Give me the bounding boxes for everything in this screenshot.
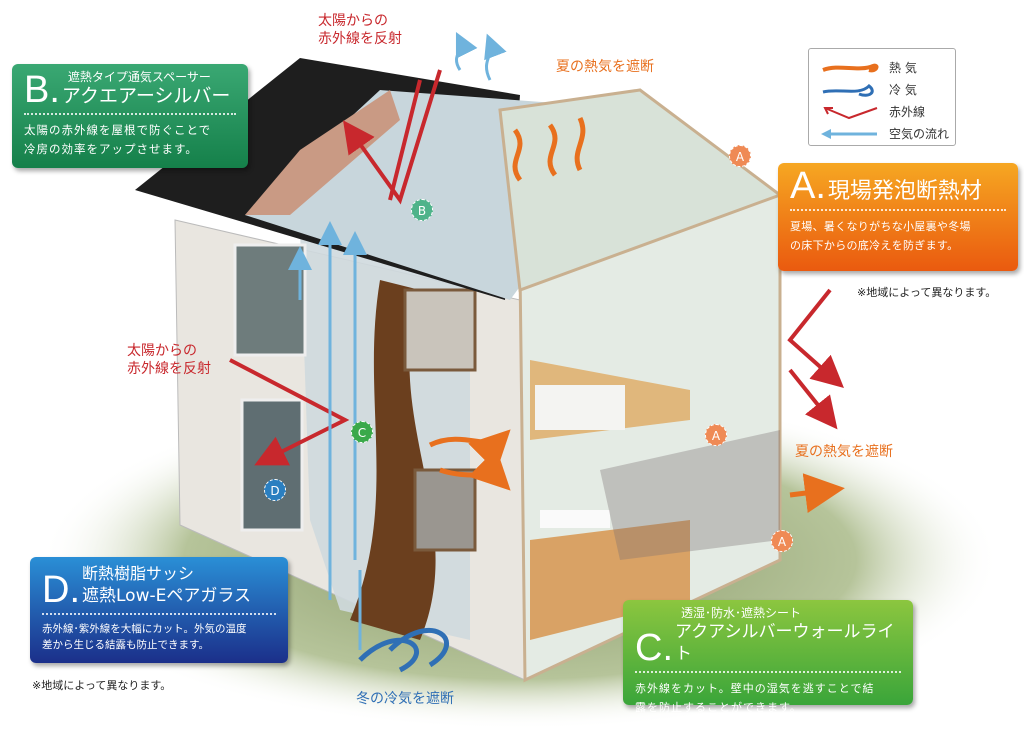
- legend-label: 空気の流れ: [889, 127, 950, 141]
- legend-label: 赤外線: [889, 105, 926, 119]
- legend-item-cold: 冷 気: [819, 81, 917, 98]
- box-subtitle: 遮熱タイプ通気スペーサー: [67, 70, 211, 84]
- region-note-right: ※地域によって異なります。: [857, 286, 997, 299]
- box-title: 現場発泡断熱材: [827, 179, 982, 204]
- marker-a-wall: A: [705, 424, 727, 446]
- dining-table: [540, 510, 610, 528]
- box-desc-line: の床下からの底冷えを防ぎます。: [790, 239, 959, 252]
- reflect-label-top: 太陽からの 赤外線を反射: [318, 12, 402, 48]
- box-title: アクアシルバーウォールライト: [675, 622, 895, 664]
- feature-box-c: C. 透湿･防水･遮熱シートアクアシルバーウォールライト 赤外線をカット。壁中の…: [623, 600, 913, 714]
- winter-label: 冬の冷気を遮断: [356, 691, 454, 707]
- legend-item-heat: 熱 気: [819, 59, 917, 76]
- airflow-arrow-icon: [821, 128, 877, 139]
- reflect-left-line1: 太陽からの: [127, 343, 197, 359]
- box-letter: D.: [42, 569, 80, 611]
- box-title: アクエアーシルバー: [61, 85, 231, 107]
- dotted-divider: [790, 209, 1006, 211]
- box-letter: B.: [24, 69, 60, 111]
- box-desc-line: 赤外線･紫外線を大幅にカット。外気の温度: [42, 623, 247, 635]
- legend-item-airflow: 空気の流れ: [819, 125, 949, 142]
- dotted-divider: [24, 113, 236, 115]
- cold-arrow-icon: [822, 83, 874, 97]
- heat-arrow-icon: [822, 63, 879, 72]
- reflect-left-line2: 赤外線を反射: [127, 361, 211, 377]
- box-desc-line: 冷房の効率をアップさせます。: [24, 142, 198, 156]
- box-letter: A.: [790, 165, 826, 207]
- cold-arrows: [358, 628, 450, 673]
- reflect-top-line2: 赤外線を反射: [318, 31, 402, 47]
- summer-label-top: 夏の熱気を遮断: [556, 59, 654, 75]
- heat-arrows: [428, 116, 845, 513]
- legend-item-infrared: 赤外線: [819, 103, 925, 120]
- marker-c: C: [351, 421, 373, 443]
- region-note-left: ※地域によって異なります。: [32, 679, 172, 692]
- box-subtitle: 断熱樹脂サッシ: [82, 564, 195, 583]
- summer-label-right: 夏の熱気を遮断: [795, 444, 893, 460]
- marker-d: D: [264, 479, 286, 501]
- legend-label: 熱 気: [889, 61, 917, 75]
- dotted-divider: [635, 671, 901, 673]
- window-cutaway-upper: [403, 288, 477, 372]
- feature-box-a: A. 現場発泡断熱材 夏場、暑くなりがちな小屋裏や冬場の床下からの底冷えを防ぎま…: [778, 163, 1018, 271]
- window-cutaway-lower: [413, 468, 477, 552]
- dotted-divider: [42, 613, 276, 615]
- feature-box-d: D. 断熱樹脂サッシ遮熱Low-Eペアガラス 赤外線･紫外線を大幅にカット。外気…: [30, 557, 288, 663]
- marker-b: B: [411, 199, 433, 221]
- box-desc-line: 赤外線をカット。壁中の湿気を逃すことで結: [635, 682, 875, 695]
- window-upper: [233, 243, 307, 357]
- box-desc-line: 差から生じる結露も防止できます。: [42, 639, 209, 651]
- reflect-top-line1: 太陽からの: [318, 13, 388, 29]
- box-desc-line: 太陽の赤外線を屋根で防ぐことで: [24, 123, 212, 137]
- marker-a-floor: A: [771, 530, 793, 552]
- infrared-arrow-icon: [823, 106, 878, 119]
- reflect-label-left: 太陽からの 赤外線を反射: [127, 342, 211, 378]
- box-desc-line: 露を防止することができます。: [635, 701, 802, 714]
- box-desc-line: 夏場、暑くなりがちな小屋裏や冬場: [790, 220, 971, 233]
- legend-label: 冷 気: [889, 83, 917, 97]
- bed: [535, 385, 625, 430]
- box-subtitle: 透湿･防水･遮熱シート: [681, 606, 802, 620]
- airflow-arrows: [288, 31, 507, 650]
- foundation: [600, 430, 780, 560]
- marker-a-roof: A: [729, 145, 751, 167]
- feature-box-b: B. 遮熱タイプ通気スペーサーアクエアーシルバー 太陽の赤外線を屋根で防ぐことで…: [12, 64, 248, 168]
- window-lower: [240, 398, 304, 532]
- box-letter: C.: [635, 627, 673, 669]
- infrared-arrows: [229, 69, 844, 466]
- legend: 熱 気 冷 気 赤外線 空気の流れ: [808, 48, 956, 146]
- box-title: 遮熱Low-Eペアガラス: [82, 586, 252, 606]
